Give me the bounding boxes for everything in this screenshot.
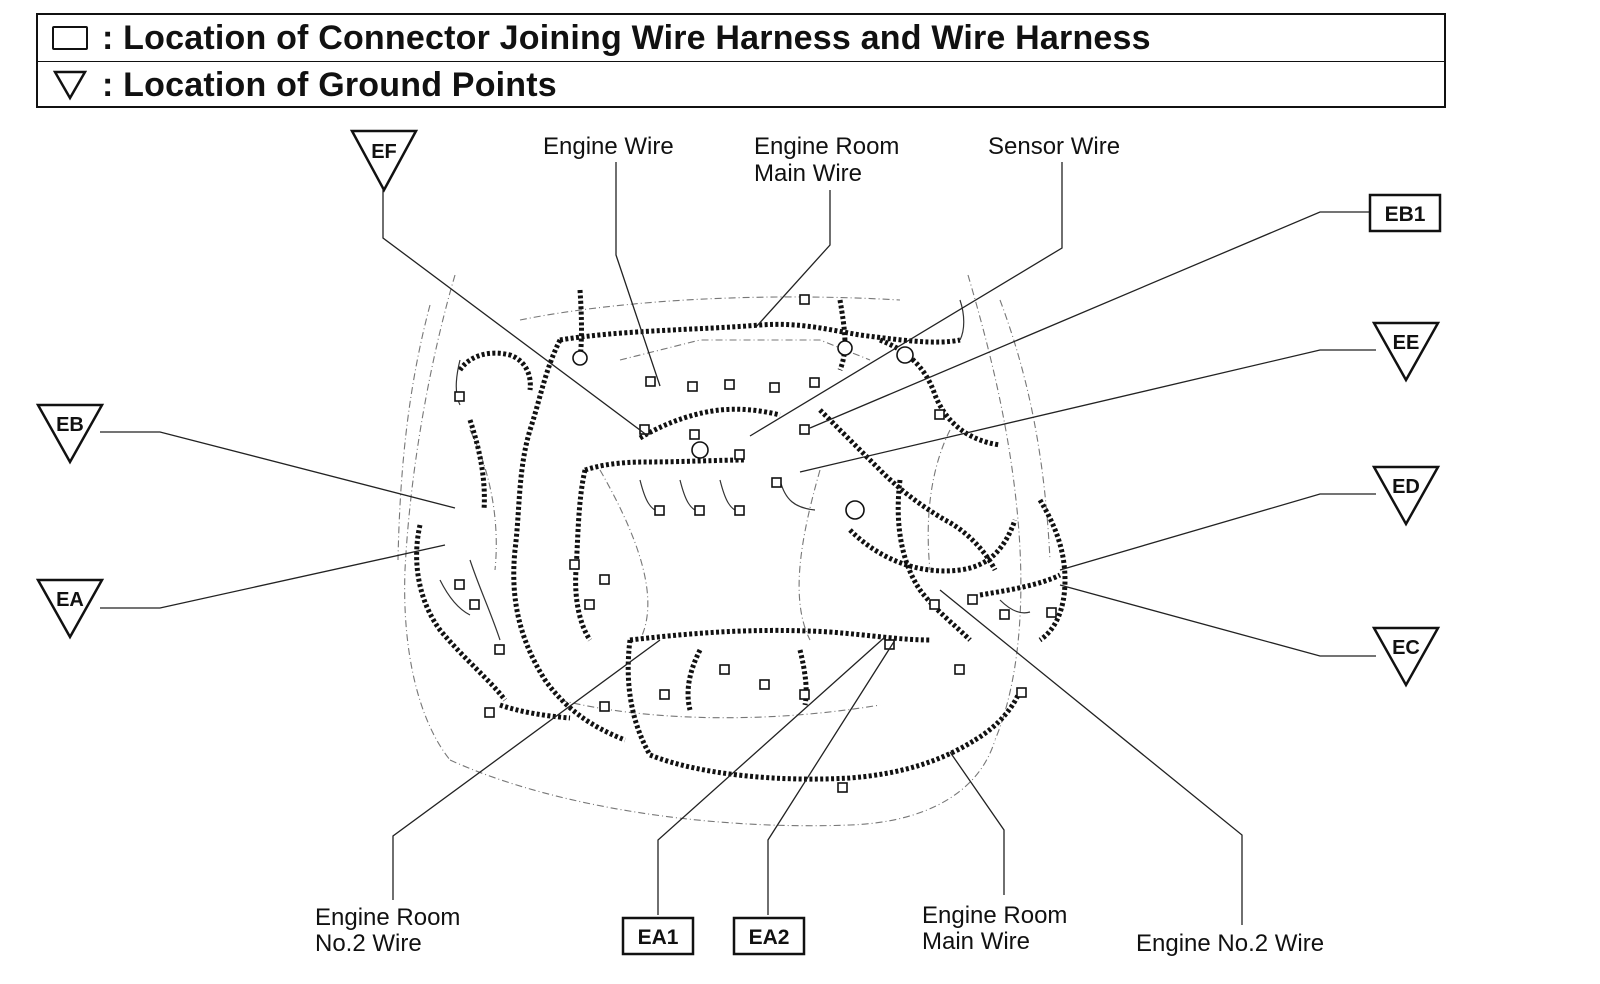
ground-ef-label: EF	[371, 141, 397, 163]
connector-ea1: EA1	[621, 916, 695, 956]
ground-eb-label: EB	[56, 414, 84, 436]
label-sensor-wire: Sensor Wire	[988, 133, 1120, 160]
ground-ee: EE	[1371, 321, 1441, 383]
leader-lines	[100, 162, 1376, 925]
legend-connector-text: : Location of Connector Joining Wire Har…	[102, 18, 1151, 57]
connector-eb1: EB1	[1368, 193, 1442, 233]
legend-ground-text: : Location of Ground Points	[102, 65, 557, 104]
connector-ea2-label: EA2	[749, 926, 790, 949]
ground-ea: EA	[35, 578, 105, 640]
label-engine-wire: Engine Wire	[543, 133, 674, 160]
ground-symbol-icon	[38, 69, 102, 101]
label-engine-room-no2-line2: No.2 Wire	[315, 930, 422, 957]
harness-connectors	[454, 294, 1057, 793]
ground-ed-label: ED	[1392, 476, 1420, 498]
label-engine-room-main-bottom-line1: Engine Room	[922, 902, 1067, 929]
connector-eb1-label: EB1	[1385, 203, 1426, 226]
wire-harness-paths	[414, 289, 1068, 782]
connector-ea1-label: EA1	[638, 926, 679, 949]
ground-ec: EC	[1371, 626, 1441, 688]
ground-ee-label: EE	[1393, 332, 1420, 354]
ground-ef: EF	[349, 129, 419, 193]
legend-box: : Location of Connector Joining Wire Har…	[36, 13, 1446, 108]
label-engine-room-main-top-line1: Engine Room	[754, 133, 899, 160]
label-engine-no2-wire: Engine No.2 Wire	[1136, 930, 1324, 957]
legend-row-ground: : Location of Ground Points	[38, 62, 1444, 108]
ground-ea-label: EA	[56, 589, 84, 611]
label-engine-room-main-top-line2: Main Wire	[754, 160, 862, 187]
ground-ec-label: EC	[1392, 637, 1420, 659]
connector-ea2: EA2	[732, 916, 806, 956]
thin-wires	[439, 299, 1031, 641]
label-engine-room-no2-line1: Engine Room	[315, 904, 460, 931]
connector-symbol-icon	[38, 26, 102, 50]
legend-row-connector: : Location of Connector Joining Wire Har…	[38, 15, 1444, 62]
label-engine-room-main-bottom-line2: Main Wire	[922, 928, 1030, 955]
ground-eb: EB	[35, 403, 105, 465]
ground-ed: ED	[1371, 465, 1441, 527]
engine-bay-outline	[397, 274, 1051, 827]
